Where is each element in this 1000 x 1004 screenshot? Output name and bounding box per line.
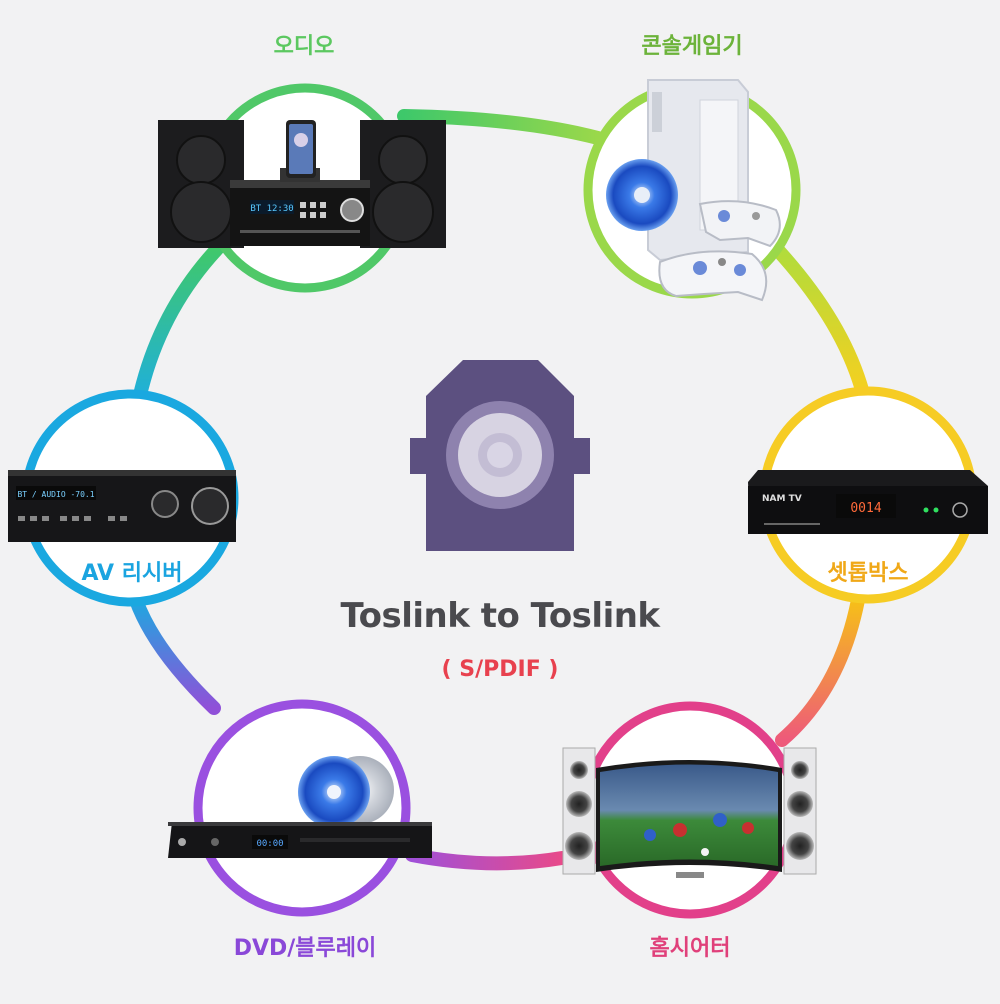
ring-segment-left-upper: [133, 241, 225, 402]
ring-segment-right-lower: [775, 593, 865, 747]
avr-display-text: BT / AUDIO -70.1: [17, 490, 94, 499]
av-receiver-icon: BT / AUDIO -70.1: [8, 470, 236, 542]
home-theater-icon: [562, 747, 817, 878]
dvd-display-text: 00:00: [256, 839, 283, 849]
ring-segment-bottom: [405, 848, 569, 871]
game-console-icon: [606, 79, 781, 302]
toslink-connector-icon: [410, 360, 590, 551]
diagram-title: Toslink to Toslink: [340, 596, 660, 636]
bluray-player-icon: 00:00: [168, 756, 432, 858]
connection-ring: [129, 109, 869, 871]
settop-display-text: 0014: [850, 501, 881, 516]
diagram-subtitle: ( S/PDIF ): [441, 657, 559, 682]
settop-brand-text: NAM TV: [762, 494, 802, 504]
label-dvd: DVD/블루레이: [233, 936, 377, 961]
ring-segment-left-lower: [129, 593, 221, 715]
label-avr: AV 리시버: [81, 561, 183, 586]
label-hometheater: 홈시어터: [649, 936, 731, 961]
audio-display-text: BT 12:30: [250, 204, 293, 214]
label-settop: 셋톱박스: [827, 561, 909, 586]
label-audio: 오디오: [273, 34, 335, 59]
set-top-box-icon: NAM TV 0014: [748, 470, 988, 534]
mini-audio-system-icon: BT 12:30: [158, 120, 446, 248]
ring-segment-top: [397, 109, 605, 145]
label-console: 콘솔게임기: [641, 34, 743, 59]
ring-segment-right-upper: [769, 241, 869, 397]
